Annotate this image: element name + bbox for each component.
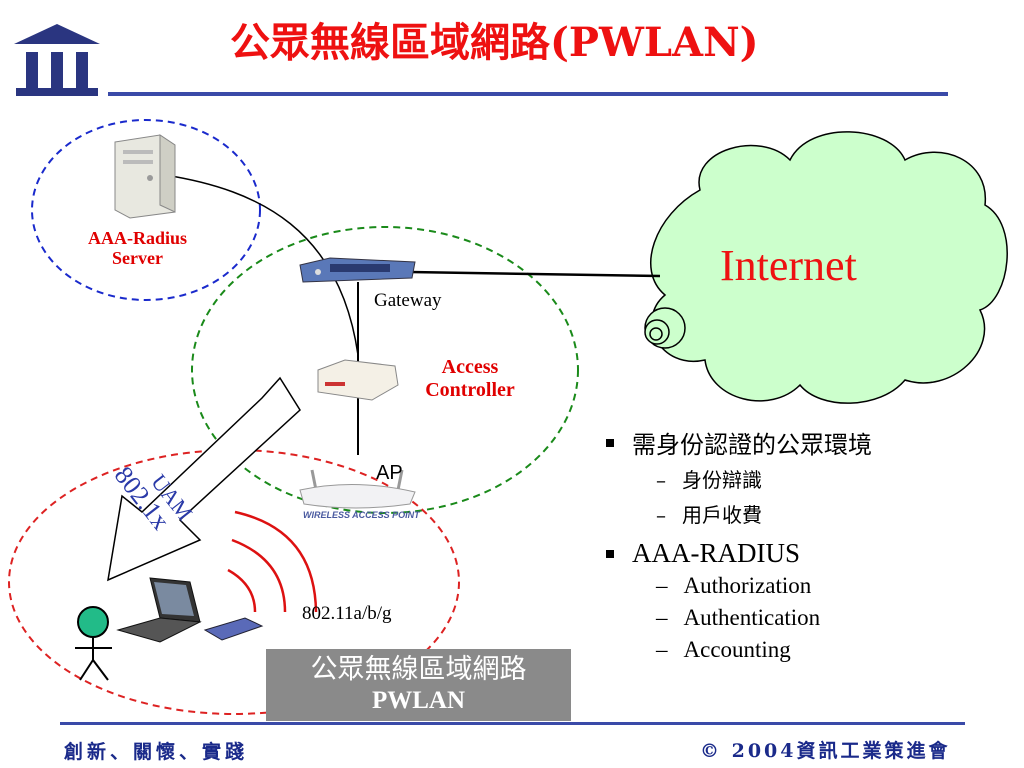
sub-bullet-item: –Accounting (656, 637, 791, 662)
bullet-text: 需身份認證的公眾環境 (632, 431, 872, 459)
internet-cloud (644, 131, 1008, 404)
gateway-internet-link (409, 270, 661, 278)
footer-rule (60, 722, 965, 725)
iii-logo (14, 24, 100, 96)
ap-caption: WIRELESS ACCESS POINT (303, 510, 420, 520)
wireless-card-icon (203, 617, 264, 641)
logo-pillar-2 (51, 52, 63, 88)
page-title: 公眾無線區域網路(PWLAN) (230, 19, 759, 66)
logo-roof (14, 24, 100, 44)
sub-bullet-item: –Authentication (656, 605, 821, 630)
internet-label: Internet (720, 241, 857, 290)
aaa-server-label: AAA-Radius Server (60, 228, 215, 268)
sub-bullet-text: 身份辯識 (682, 468, 762, 492)
authentication-arrow (107, 376, 301, 582)
user-icon (75, 606, 112, 681)
pwlan-caption-line1: 公眾無線區域網路 (310, 654, 527, 685)
access-point-icon (299, 469, 416, 509)
footer-slogan: 創新、關懷、實踐 (64, 741, 249, 763)
bullet-text: AAA-RADIUS (632, 538, 800, 568)
wireless-standard-label: 802.11a/b/g (302, 603, 392, 624)
sub-bullet-item: –用戶收費 (656, 503, 762, 527)
sub-bullet-text: 用戶收費 (682, 503, 762, 527)
logo-base (16, 88, 98, 96)
bullet-square-icon (606, 438, 614, 447)
access-controller-label-line1: Access (441, 356, 499, 378)
access-controller-icon (317, 359, 399, 401)
sub-bullet-text: Authentication (683, 605, 821, 630)
wireless-waves-icon (227, 510, 318, 613)
sub-bullet-text: Authorization (683, 573, 812, 598)
bullet-item: AAA-RADIUS (606, 538, 872, 569)
logo-pillar-1 (26, 52, 38, 88)
bullet-list: 需身份認證的公眾環境 –身份辯識 –用戶收費 AAA-RADIUS –Autho… (606, 425, 872, 669)
aaa-zone-circle (31, 119, 261, 301)
server-icon (114, 134, 176, 219)
gateway-device-icon (299, 257, 416, 283)
ap-label: AP (376, 462, 403, 484)
title-underline (108, 92, 948, 96)
aaa-server-label-line1: AAA-Radius (87, 228, 188, 248)
access-controller-label-line2: Controller (425, 379, 515, 401)
bullet-item: 需身份認證的公眾環境 (606, 425, 872, 460)
sub-bullet-item: –Authorization (656, 573, 812, 598)
sub-bullet-text: Accounting (683, 637, 791, 662)
laptop-icon (116, 577, 202, 643)
sub-bullet-item: –身份辯識 (656, 468, 762, 492)
logo-pillar-3 (76, 52, 88, 88)
footer-copyright: © 2004資訊工業策進會 (700, 740, 951, 762)
pwlan-caption-box: 公眾無線區域網路 PWLAN (266, 649, 571, 721)
bullet-square-icon (606, 549, 614, 558)
gateway-label: Gateway (374, 290, 442, 311)
aaa-server-label-line2: Server (112, 248, 163, 268)
pwlan-caption-line2: PWLAN (371, 687, 466, 714)
aaa-controller-link (164, 174, 359, 356)
access-controller-label: Access Controller (410, 356, 530, 402)
gateway-zone-circle (191, 226, 579, 514)
